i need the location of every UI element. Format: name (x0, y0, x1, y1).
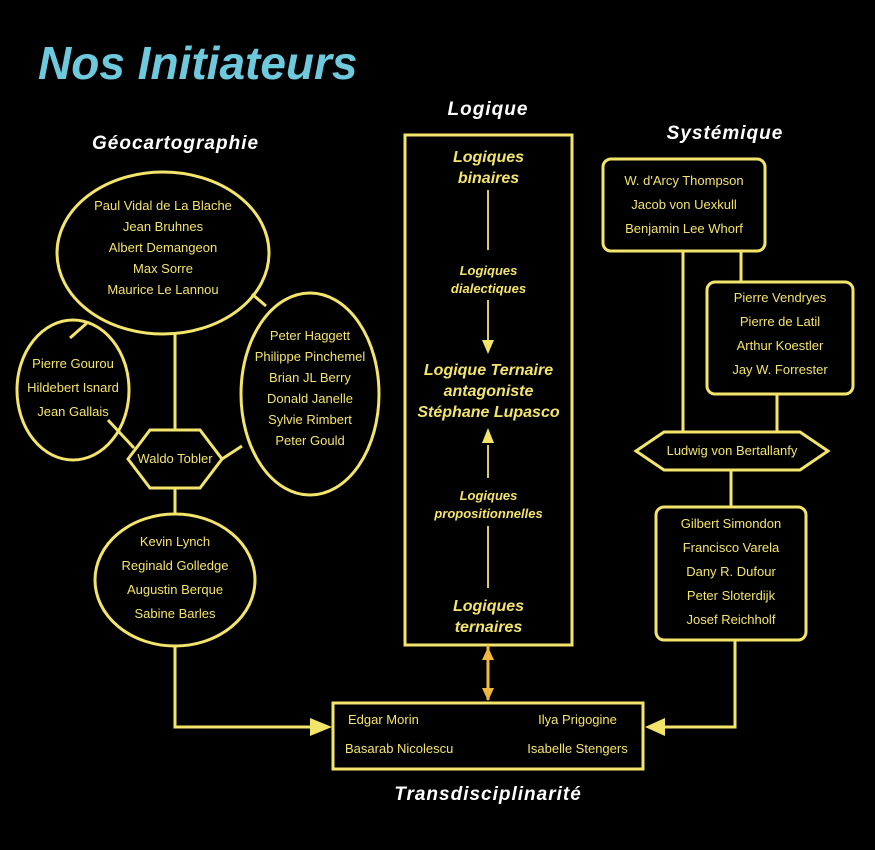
trans-name: Edgar Morin (348, 712, 419, 727)
sys-box2-names: Pierre Vendryes Pierre de Latil Arthur K… (707, 290, 853, 377)
header-systemique: Systémique (666, 123, 784, 144)
name: Jay W. Forrester (732, 362, 828, 377)
name: W. d'Arcy Thompson (624, 173, 744, 188)
header-transdisciplinarite: Transdisciplinarité (394, 784, 582, 805)
geo-left-names: Pierre Gourou Hildebert Isnard Jean Gall… (13, 356, 133, 419)
page-title: Nos Initiateurs (38, 37, 358, 89)
name: Peter Haggett (269, 328, 351, 343)
sys-box2 (705, 280, 855, 396)
name: Dany R. Dufour (686, 564, 776, 579)
sys-box1-names: W. d'Arcy Thompson Jacob von Uexkull Ben… (603, 173, 765, 236)
logique-dialectiques: Logiques dialectiques (405, 262, 572, 298)
logique-ternaire-line3: Stéphane Lupasco (417, 404, 560, 421)
name: Paul Vidal de La Blache (94, 198, 232, 213)
name: Jean Gallais (37, 404, 109, 419)
header-geocartographie: Géocartographie (92, 133, 260, 154)
name: Benjamin Lee Whorf (625, 221, 743, 236)
logique-dialectiques-line2: dialectiques (450, 281, 527, 296)
logique-ternaire-antagoniste: Logique Ternaire antagoniste Stéphane Lu… (405, 360, 572, 423)
name: Sabine Barles (134, 606, 216, 621)
sys-center-hexagon (633, 430, 831, 472)
name: Philippe Pinchemel (254, 349, 366, 364)
name: Kevin Lynch (139, 534, 211, 549)
geo-center-name: Waldo Tobler (137, 451, 213, 466)
trans-name: Basarab Nicolescu (345, 741, 454, 756)
name: Donald Janelle (266, 391, 353, 406)
name: Peter Gould (275, 433, 345, 448)
name: Arthur Koestler (736, 338, 824, 353)
logique-dialectiques-line1: Logiques (459, 263, 518, 278)
geo-top-names: Paul Vidal de La Blache Jean Bruhnes Alb… (63, 198, 263, 297)
name: Augustin Berque (126, 582, 224, 597)
name: Max Sorre (133, 261, 193, 276)
geo-top-ellipse (55, 170, 271, 336)
geo-right-ellipse (239, 291, 381, 497)
trans-name: Isabelle Stengers (527, 741, 628, 756)
logique-ternaires-line2: ternaires (454, 619, 523, 636)
geo-right-names: Peter Haggett Philippe Pinchemel Brian J… (241, 328, 379, 448)
name: Francisco Varela (682, 540, 780, 555)
logique-ternaires-line1: Logiques (452, 598, 525, 615)
name: Hildebert Isnard (27, 380, 119, 395)
logique-binaires-line1: Logiques (452, 149, 525, 166)
trans-box (331, 701, 645, 771)
name: Brian JL Berry (269, 370, 351, 385)
geo-bottom-names: Kevin Lynch Reginald Golledge Augustin B… (95, 534, 255, 621)
sys-center-name: Ludwig von Bertallanfy (666, 443, 798, 458)
geo-left-ellipse (15, 318, 131, 462)
name: Pierre Vendryes (733, 290, 827, 305)
name: Albert Demangeon (108, 240, 218, 255)
name: Maurice Le Lannou (107, 282, 219, 297)
logique-propositionnelles-line2: propositionnelles (434, 506, 543, 521)
logique-propositionnelles-line1: Logiques (459, 488, 518, 503)
name: Sylvie Rimbert (268, 412, 352, 427)
trans-name: Ilya Prigogine (538, 712, 617, 727)
name: Pierre Gourou (32, 356, 114, 371)
name: Pierre de Latil (739, 314, 821, 329)
name: Jean Bruhnes (122, 219, 204, 234)
logique-propositionnelles: Logiques propositionnelles (405, 487, 572, 523)
sys-box3-names: Gilbert Simondon Francisco Varela Dany R… (656, 516, 806, 627)
name: Reginald Golledge (121, 558, 229, 573)
logique-binaires-line2: binaires (457, 170, 520, 187)
name: Jacob von Uexkull (631, 197, 737, 212)
logique-ternaire-line2: antagoniste (443, 383, 534, 400)
header-logique: Logique (447, 99, 529, 120)
logique-binaires: Logiques binaires (405, 147, 572, 189)
name: Peter Sloterdijk (686, 588, 776, 603)
name: Josef Reichholf (686, 612, 776, 627)
name: Gilbert Simondon (680, 516, 782, 531)
logique-ternaire-line1: Logique Ternaire (423, 362, 554, 379)
logique-ternaires: Logiques ternaires (405, 596, 572, 638)
